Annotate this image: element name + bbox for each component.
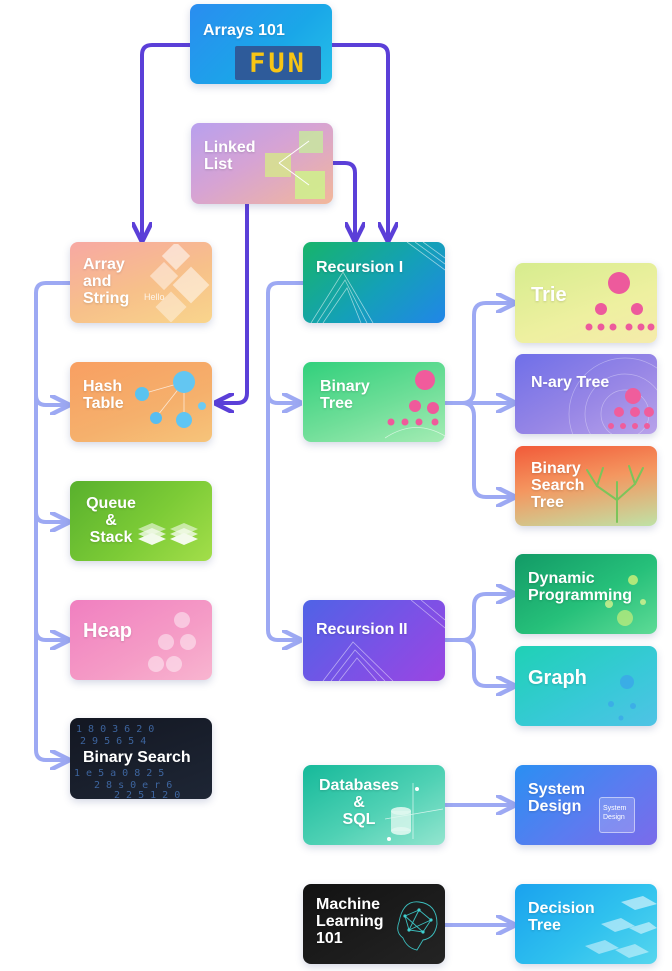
card-heap-label: Heap: [83, 620, 132, 642]
ai-brain-illustration: [397, 901, 438, 951]
card-nary-tree[interactable]: N-ary Tree: [515, 354, 657, 434]
card-trie[interactable]: Trie: [515, 263, 657, 343]
edge-linked-list-to-recursion1: [331, 161, 355, 238]
card-system-design[interactable]: System Design System Design: [515, 765, 657, 845]
card-recursion-ii-label: Recursion II: [316, 621, 408, 638]
card-arrays-101-label: Arrays 101: [203, 22, 285, 39]
card-graph[interactable]: Graph: [515, 646, 657, 726]
card-recursion-i[interactable]: Recursion I: [303, 242, 445, 323]
dp-bubbles-illustration: [605, 575, 646, 626]
card-nary-tree-label: N-ary Tree: [531, 374, 610, 391]
card-heap[interactable]: Heap: [70, 600, 212, 680]
card-binary-search[interactable]: 1 8 0 3 6 2 0 2 9 5 6 5 4 1 e 5 a 0 8 2 …: [70, 718, 212, 799]
hello-decoration-text: Hello: [144, 292, 165, 302]
card-databases-and-sql-label: Databases & SQL: [318, 777, 400, 828]
card-array-and-string[interactable]: Array and String Hello: [70, 242, 212, 323]
svg-text:2 9 5 6 5 4: 2 9 5 6 5 4: [80, 736, 146, 747]
card-machine-learning-101[interactable]: Machine Learning 101: [303, 884, 445, 964]
card-queue-and-stack[interactable]: Queue & Stack: [70, 481, 212, 561]
card-dynamic-programming[interactable]: Dynamic Programming: [515, 554, 657, 634]
card-binary-search-tree[interactable]: Binary Search Tree: [515, 446, 657, 526]
edge-array-string-trunk: [34, 281, 72, 760]
system-design-book-text: System Design: [603, 805, 627, 821]
card-databases-and-sql[interactable]: Databases & SQL: [303, 765, 445, 845]
edge-arrays101-to-recursion1: [330, 43, 388, 238]
card-recursion-ii[interactable]: Recursion II: [303, 600, 445, 681]
branch-illustration: [586, 465, 644, 523]
svg-text:2 8 s 0 e r 6: 2 8 s 0 e r 6: [94, 780, 172, 791]
card-machine-learning-101-label: Machine Learning 101: [316, 896, 384, 947]
card-linked-list-label: Linked List: [204, 139, 256, 173]
heap-circles-illustration: [148, 612, 196, 672]
card-decision-tree[interactable]: Decision Tree: [515, 884, 657, 964]
card-trie-label: Trie: [531, 284, 567, 306]
edge-to-dynamic-programming: [443, 594, 512, 642]
fun-badge-text: FUN: [249, 47, 307, 79]
card-graph-label: Graph: [528, 667, 587, 689]
edge-to-trie: [443, 303, 512, 405]
card-array-and-string-label: Array and String: [83, 256, 130, 307]
edge-to-heap: [34, 628, 66, 640]
edge-to-queue-stack: [34, 510, 66, 522]
card-binary-search-label: Binary Search: [83, 749, 191, 766]
bubbles-illustration: [135, 371, 206, 428]
edge-recursion1-trunk: [266, 281, 305, 640]
edge-to-hash-table: [34, 393, 66, 405]
card-binary-tree[interactable]: Binary Tree: [303, 362, 445, 442]
decision-planes-illustration: [585, 896, 657, 958]
edge-arrays101-to-array-string: [142, 43, 194, 238]
edge-to-bst: [443, 401, 512, 497]
matrix-digits-background: 1 8 0 3 6 2 0 2 9 5 6 5 4 1 e 5 a 0 8 2 …: [74, 724, 180, 799]
card-queue-and-stack-label: Queue & Stack: [86, 495, 136, 546]
card-hash-table[interactable]: Hash Table: [70, 362, 212, 442]
diamond-blocks-illustration: [149, 244, 210, 322]
edge-to-graph: [443, 638, 512, 686]
card-recursion-i-label: Recursion I: [316, 259, 404, 276]
card-system-design-label: System Design: [528, 781, 585, 815]
nested-lines-illustration: [310, 242, 445, 323]
nary-nodes-illustration: [568, 357, 657, 434]
card-dynamic-programming-label: Dynamic Programming: [528, 570, 633, 604]
fun-badge: FUN: [235, 46, 321, 80]
stacked-layers-icon: [138, 523, 198, 545]
card-binary-search-tree-label: Binary Search Tree: [531, 460, 585, 511]
card-binary-tree-label: Binary Tree: [320, 378, 370, 412]
card-hash-table-label: Hash Table: [83, 378, 124, 412]
tree-nodes-illustration: [385, 370, 445, 439]
database-cylinder-icon: [384, 783, 444, 841]
linked-nodes-illustration: [265, 131, 325, 199]
graph-nodes-illustration: [608, 675, 636, 721]
card-decision-tree-label: Decision Tree: [528, 900, 595, 934]
trie-nodes-illustration: [585, 272, 655, 331]
card-linked-list[interactable]: Linked List: [191, 123, 333, 204]
svg-text:1 8 0 3 6 2 0: 1 8 0 3 6 2 0: [76, 724, 154, 735]
edge-linked-list-to-hash-table: [218, 202, 249, 403]
card-arrays-101[interactable]: Arrays 101 FUN: [190, 4, 332, 84]
svg-text:2 2 5 1 2 0: 2 2 5 1 2 0: [114, 790, 180, 799]
system-design-book-icon: System Design: [599, 797, 635, 833]
svg-text:1 e 5 a 0 8 2 5: 1 e 5 a 0 8 2 5: [74, 768, 164, 779]
nested-lines-illustration-2: [322, 600, 445, 681]
edge-to-binary-tree: [266, 391, 298, 403]
